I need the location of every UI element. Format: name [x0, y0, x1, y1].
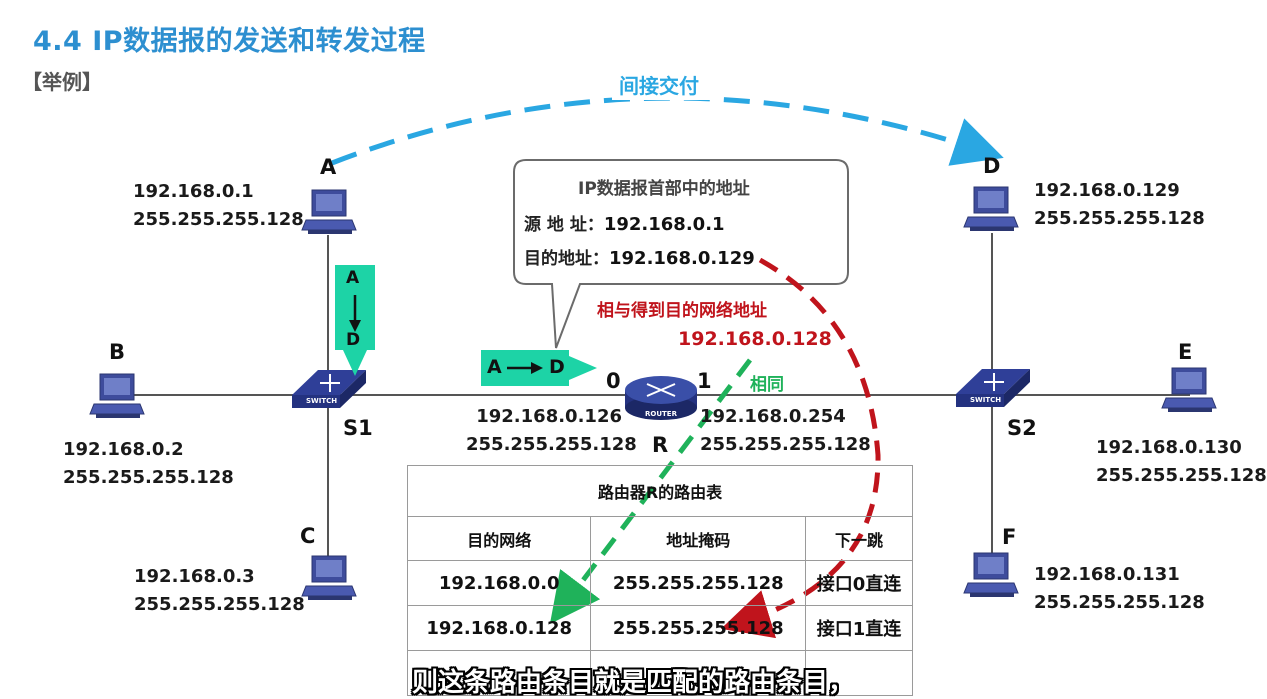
routing-table-header-mask: 地址掩码	[590, 516, 807, 561]
host-c-mask: 255.255.255.128	[134, 594, 305, 615]
packet-vertical-arrowhead	[343, 350, 367, 376]
router-port1-label: 1	[697, 369, 712, 393]
host-f-label: F	[1002, 525, 1017, 549]
switch-s1-label: S1	[343, 416, 373, 440]
table-row-empty	[406, 650, 913, 696]
and-result-network: 192.168.0.128	[678, 328, 832, 350]
table-cell-mask: 255.255.255.128	[590, 605, 807, 651]
callout-title: IP数据报首部中的地址	[578, 179, 750, 199]
host-f-mask: 255.255.255.128	[1034, 592, 1205, 613]
page-title: 4.4 IP数据报的发送和转发过程	[33, 26, 426, 57]
switch-icon-S2	[956, 369, 1030, 407]
callout-dst-row: 目的地址：192.168.0.129	[524, 244, 755, 269]
same-label: 相同	[750, 375, 784, 395]
callout-src-value: 192.168.0.1	[603, 214, 725, 235]
host-c-ip: 192.168.0.3	[134, 566, 255, 587]
packet-vertical-from: A	[346, 268, 360, 288]
host-c-address: 192.168.0.3 255.255.255.128	[134, 563, 305, 619]
packet-horizontal-from: A	[487, 356, 502, 378]
router-port1-ip: 192.168.0.254	[700, 406, 846, 427]
table-cell-mask: 255.255.255.128	[590, 560, 807, 606]
table-cell-nexthop: 接口1直连	[805, 605, 913, 651]
indirect-label-bg	[612, 68, 720, 100]
router-port0-address: 192.168.0.126 255.255.255.128	[466, 403, 637, 459]
host-a-mask: 255.255.255.128	[133, 209, 304, 230]
packet-horizontal-arrowhead	[569, 356, 597, 380]
host-e-address: 192.168.0.130 255.255.255.128	[1096, 434, 1267, 490]
callout-dst-label: 目的地址：	[524, 249, 609, 269]
host-d-label: D	[983, 154, 1001, 178]
host-b-mask: 255.255.255.128	[63, 467, 234, 488]
routing-table: 路由器R的路由表 目的网络 地址掩码 下一跳 192.168.0.0 255.2…	[406, 465, 913, 696]
routing-table-header-dest: 目的网络	[406, 516, 592, 561]
router-port0-ip: 192.168.0.126	[476, 406, 622, 427]
table-cell-dest: 192.168.0.0	[406, 560, 592, 606]
address-callout-bubble	[513, 159, 849, 349]
routing-table-title: 路由器R的路由表	[407, 465, 913, 517]
pc-icon-E	[1161, 367, 1217, 413]
table-row: 192.168.0.128 255.255.255.128 接口1直连	[406, 605, 913, 651]
host-e-mask: 255.255.255.128	[1096, 465, 1267, 486]
host-f-ip: 192.168.0.131	[1034, 564, 1180, 585]
host-c-label: C	[300, 524, 316, 548]
routing-table-header-nexthop: 下一跳	[805, 516, 913, 561]
router-label: R	[652, 433, 669, 457]
pc-icon-C	[301, 555, 357, 601]
host-b-label: B	[109, 340, 126, 364]
router-port1-mask: 255.255.255.128	[700, 434, 871, 455]
switch-s2-label: S2	[1007, 416, 1037, 440]
table-cell-nexthop: 接口0直连	[805, 560, 913, 606]
callout-src-label: 源 地 址：	[524, 215, 604, 235]
indirect-delivery-arc	[331, 95, 1004, 166]
host-d-ip: 192.168.0.129	[1034, 180, 1180, 201]
host-a-label: A	[320, 155, 337, 179]
switch-icon-S1	[292, 370, 366, 408]
host-b-address: 192.168.0.2 255.255.255.128	[63, 436, 234, 492]
router-port1-address: 192.168.0.254 255.255.255.128	[700, 403, 871, 459]
video-subtitle: 则这条路由条目就是匹配的路由条目，	[412, 668, 855, 698]
packet-vertical-to: D	[346, 330, 361, 350]
router-port0-label: 0	[606, 369, 621, 393]
router-device-text: ROUTER	[645, 410, 677, 418]
host-e-ip: 192.168.0.130	[1096, 437, 1242, 458]
host-e-label: E	[1178, 340, 1193, 364]
and-result-text: 相与得到目的网络地址	[597, 301, 767, 321]
host-b-ip: 192.168.0.2	[63, 439, 184, 460]
switch-s2-device-text: SWITCH	[970, 396, 1002, 404]
router-port0-mask: 255.255.255.128	[466, 434, 637, 455]
host-d-mask: 255.255.255.128	[1034, 208, 1205, 229]
example-label: 【举例】	[22, 70, 102, 94]
pc-icon-A	[301, 189, 357, 235]
host-d-address: 192.168.0.129 255.255.255.128	[1034, 177, 1205, 233]
pc-icon-D	[963, 186, 1019, 232]
host-f-address: 192.168.0.131 255.255.255.128	[1034, 561, 1205, 617]
pc-icon-F	[963, 552, 1019, 598]
host-a-address: 192.168.0.1 255.255.255.128	[133, 178, 304, 234]
callout-src-row: 源 地 址：192.168.0.1	[524, 210, 725, 235]
table-row: 192.168.0.0 255.255.255.128 接口0直连	[406, 560, 913, 606]
callout-dst-value: 192.168.0.129	[609, 248, 755, 269]
table-cell-dest: 192.168.0.128	[406, 605, 592, 651]
host-a-ip: 192.168.0.1	[133, 181, 254, 202]
packet-horizontal-to: D	[549, 356, 565, 378]
indirect-delivery-label: 间接交付	[619, 74, 699, 98]
switch-s1-device-text: SWITCH	[306, 397, 338, 405]
router-icon	[625, 376, 697, 420]
